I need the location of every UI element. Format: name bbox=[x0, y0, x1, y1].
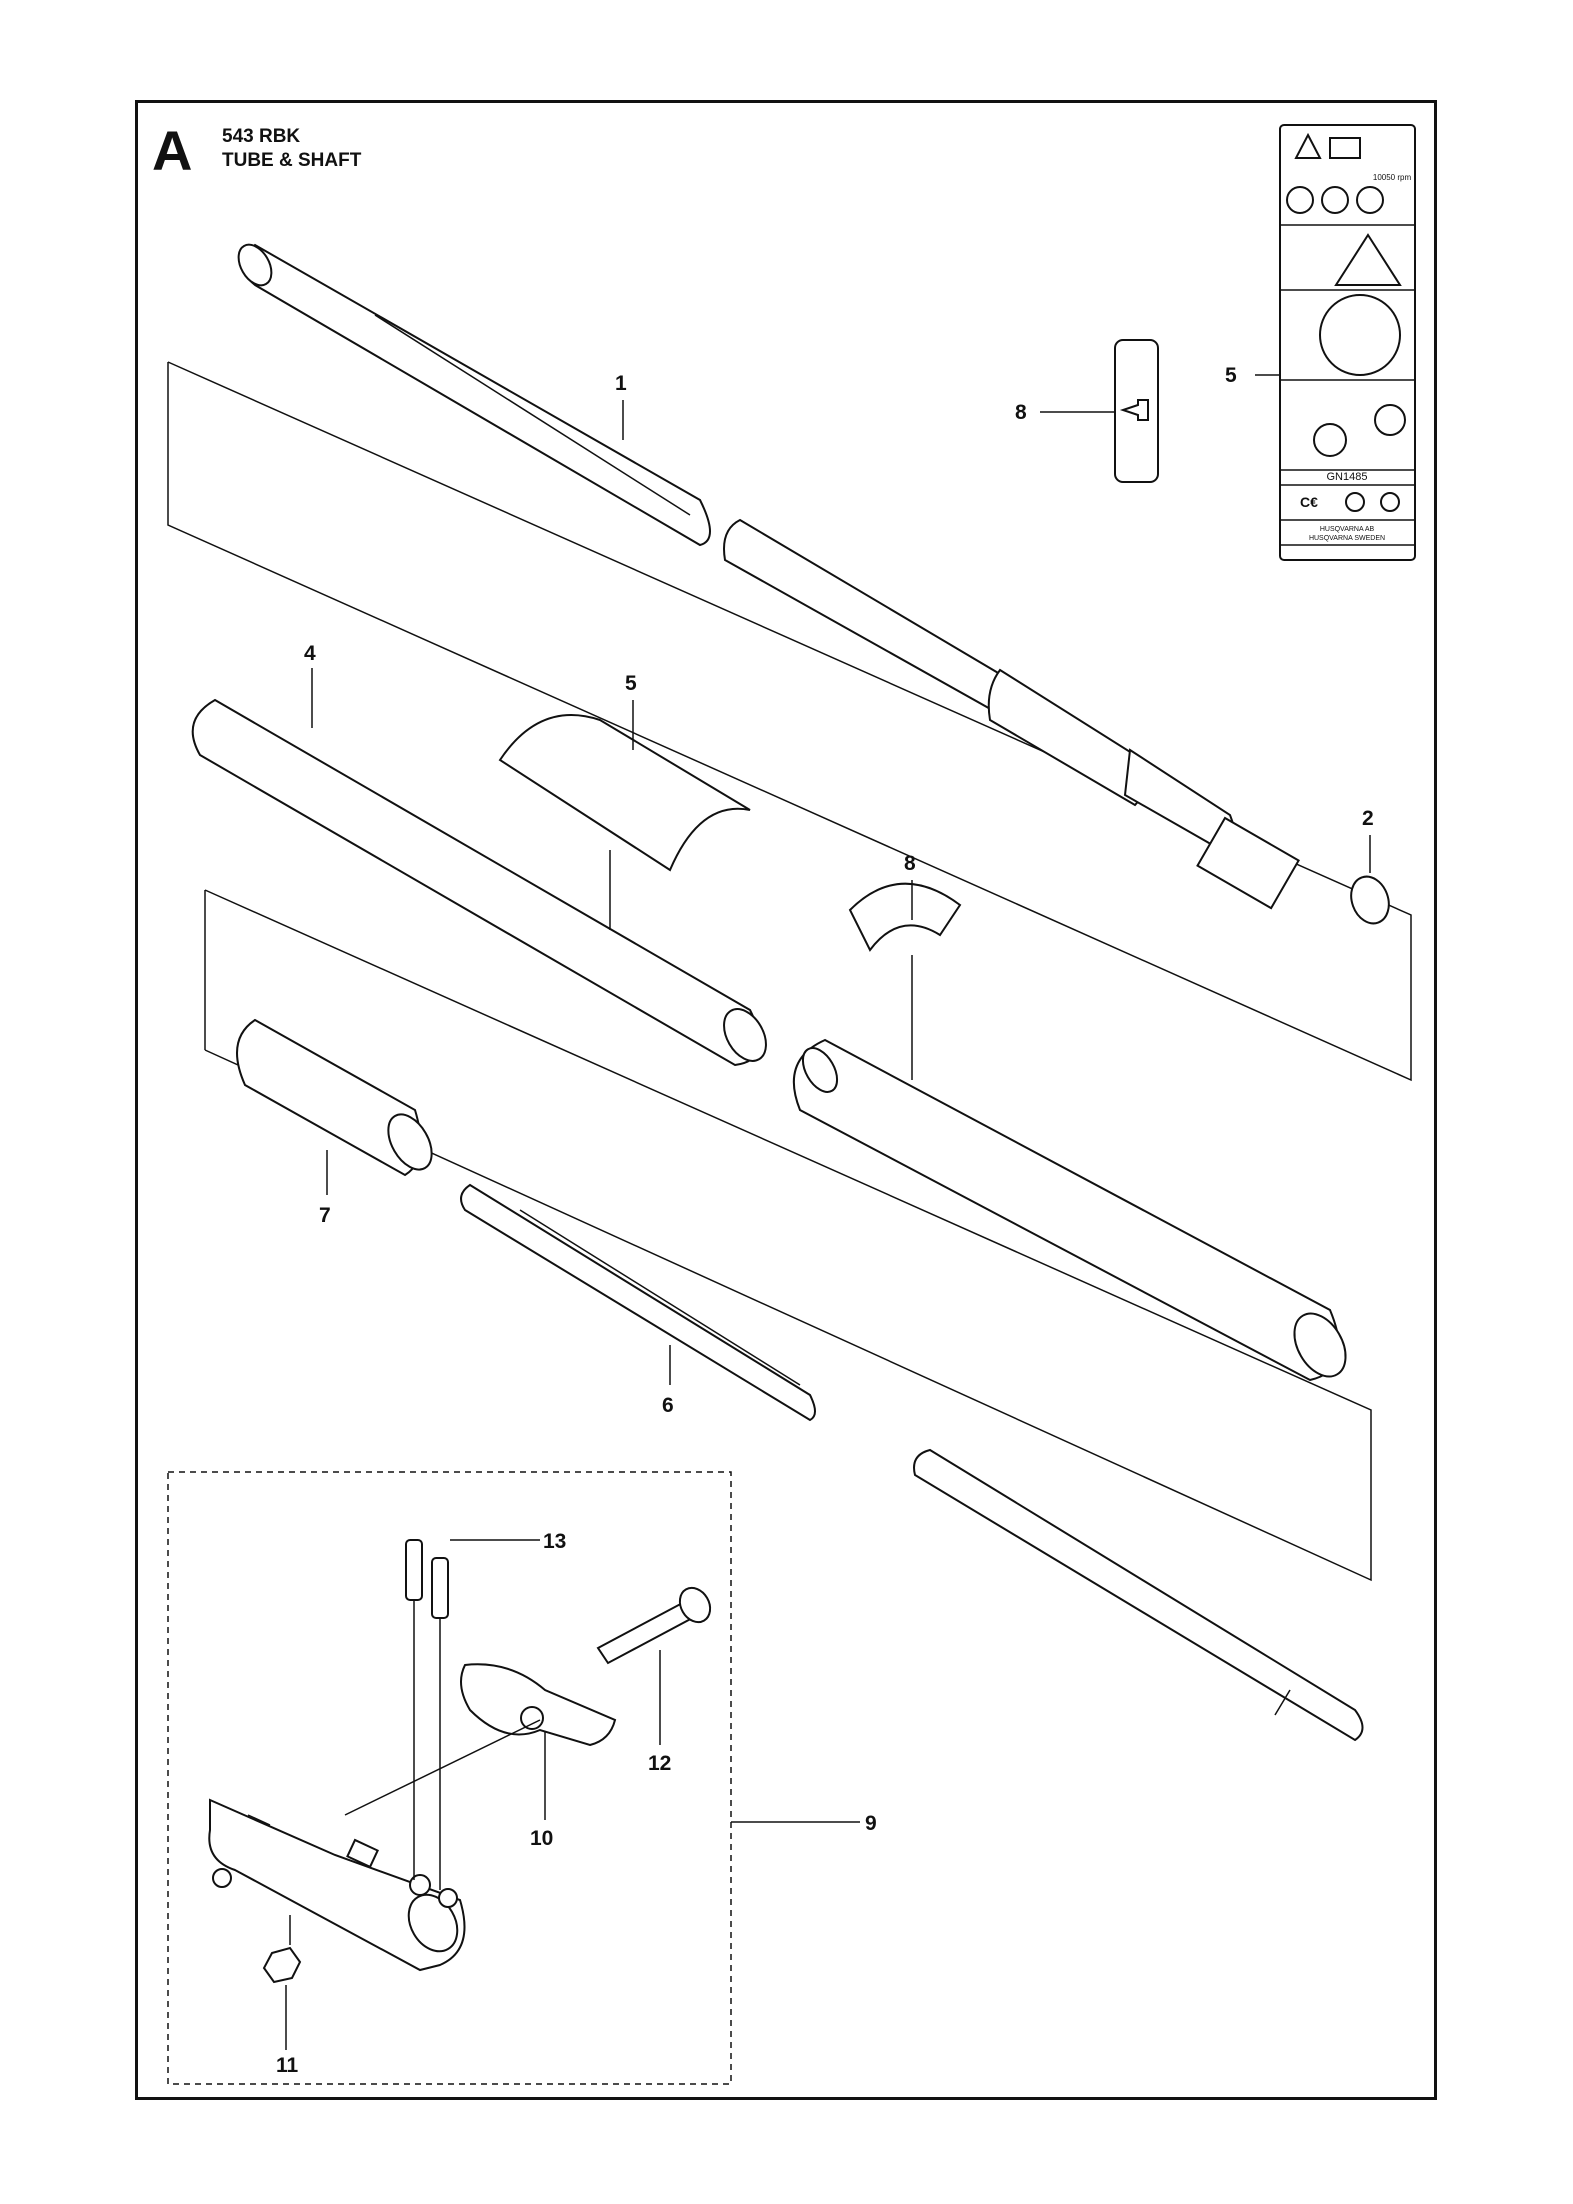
callout-6: 6 bbox=[662, 1394, 674, 1417]
label-ce-marks: C€ bbox=[1300, 494, 1318, 510]
explode-guide-lines bbox=[167, 361, 1412, 1582]
part-9-kit-box bbox=[167, 1471, 732, 2085]
callout-11: 11 bbox=[276, 2054, 299, 2077]
part-1-drive-tube bbox=[237, 243, 1300, 910]
callout-8-decal: 8 bbox=[1015, 401, 1027, 424]
part-6-drive-shaft bbox=[460, 1183, 1364, 1742]
part-11-nut bbox=[262, 1946, 302, 1984]
callout-2: 2 bbox=[1362, 807, 1374, 830]
part-9-clamp-body bbox=[208, 1798, 466, 1972]
callout-13: 13 bbox=[543, 1530, 566, 1553]
part-8-arrow-decal bbox=[1040, 339, 1159, 483]
label-maker-2: HUSQVARNA SWEDEN bbox=[1309, 535, 1385, 542]
part-10-lever bbox=[460, 1663, 617, 1747]
label-code: GN1485 bbox=[1327, 471, 1368, 483]
label-rpm: 10050 rpm bbox=[1373, 173, 1412, 182]
callout-7: 7 bbox=[319, 1204, 331, 1227]
section-title: TUBE & SHAFT bbox=[222, 150, 362, 171]
part-7-bushing bbox=[236, 1018, 433, 1177]
part-2-o-ring bbox=[1350, 875, 1390, 925]
section-letter: A bbox=[152, 119, 193, 182]
callout-10: 10 bbox=[530, 1827, 553, 1850]
model-title: 543 RBK bbox=[222, 126, 301, 147]
callout-5-sleeve: 5 bbox=[625, 672, 637, 695]
callouts: 1 2 4 5 5 7 8 8 6 9 10 11 12 13 bbox=[276, 364, 1374, 2077]
drawing-frame bbox=[135, 100, 1437, 2100]
part-8-arrow-clip bbox=[848, 882, 962, 952]
part-5-warning-label: 10050 rpm GN1485 C€ HUSQVARNA AB HUSQVAR… bbox=[1255, 124, 1416, 561]
callout-5-label: 5 bbox=[1225, 364, 1237, 387]
part-12-bolt bbox=[596, 1586, 712, 1665]
callout-4: 4 bbox=[304, 642, 316, 665]
callout-12: 12 bbox=[648, 1752, 671, 1775]
callout-8-clip: 8 bbox=[904, 852, 916, 875]
callout-9: 9 bbox=[865, 1812, 877, 1835]
label-maker-1: HUSQVARNA AB bbox=[1320, 526, 1375, 533]
part-4-outer-tube bbox=[191, 698, 1347, 1382]
part-13-screws bbox=[344, 1539, 541, 1890]
callout-1: 1 bbox=[615, 372, 627, 395]
part-5-decal-sleeve bbox=[498, 714, 751, 872]
